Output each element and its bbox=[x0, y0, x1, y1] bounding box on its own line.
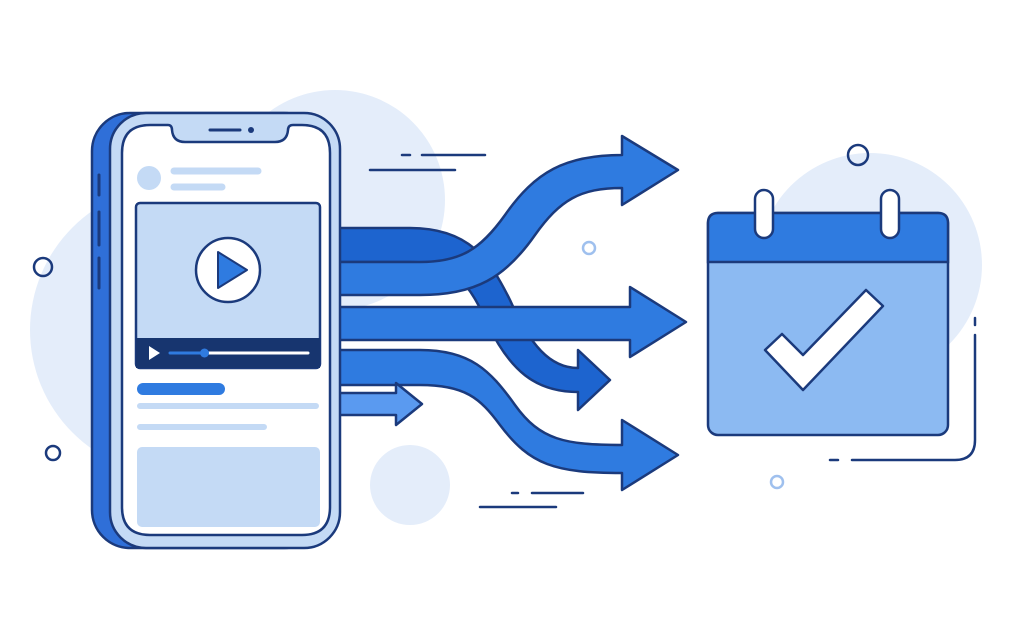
small-play-icon[interactable] bbox=[149, 346, 160, 360]
play-icon bbox=[217, 251, 248, 289]
ring-decoration bbox=[769, 474, 785, 490]
checkmark-icon bbox=[763, 288, 885, 392]
progress-handle[interactable] bbox=[200, 348, 209, 358]
content-card-placeholder bbox=[137, 447, 320, 527]
video-player[interactable] bbox=[134, 201, 322, 370]
avatar bbox=[137, 166, 161, 190]
calendar-ring bbox=[879, 188, 901, 240]
arrow-up bbox=[328, 134, 680, 297]
arrow-short bbox=[328, 381, 424, 427]
bg-circle-small bbox=[370, 445, 450, 525]
arrow-straight bbox=[328, 285, 688, 359]
decorations bbox=[32, 143, 977, 509]
calendar-ring bbox=[753, 188, 775, 240]
branching-arrows bbox=[328, 134, 688, 492]
text-placeholder bbox=[137, 403, 319, 430]
ring-decoration bbox=[32, 256, 54, 278]
ring-decoration bbox=[581, 240, 597, 256]
title-placeholder bbox=[137, 383, 225, 395]
bracket-line bbox=[828, 316, 977, 462]
phone-camera bbox=[248, 127, 254, 133]
calendar-icon bbox=[706, 188, 950, 437]
motion-lines bbox=[368, 153, 585, 509]
calendar-header bbox=[706, 211, 950, 264]
ring-decoration bbox=[44, 444, 62, 462]
text-placeholder bbox=[170, 167, 262, 191]
arrow-down bbox=[328, 348, 680, 492]
ring-decoration bbox=[846, 143, 870, 167]
phone-icon bbox=[90, 111, 342, 550]
